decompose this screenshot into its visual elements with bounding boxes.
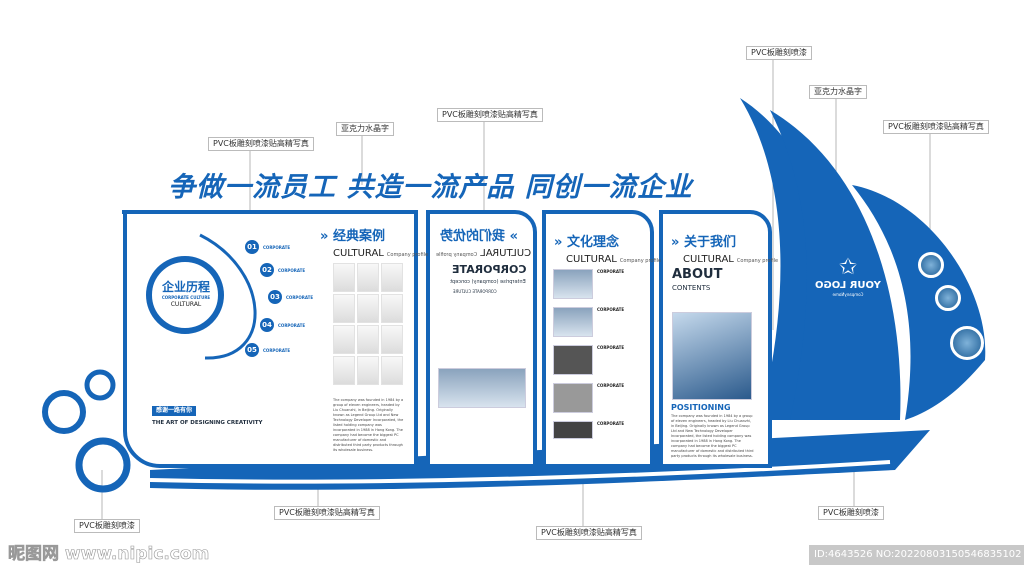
advantage-heading: CORPORATE: [452, 263, 527, 276]
history-subtitle: CORPORATE CULTURE: [161, 295, 211, 300]
watermark-site: 昵图网 www.nipic.com: [8, 544, 210, 565]
cases-body: The company was founded in 1984 by a gro…: [333, 398, 404, 452]
culture-list: CORPORATE CORPORATE CORPORATE CORPORATE …: [553, 269, 624, 439]
callout-label: PVC板雕刻喷漆贴高精写真: [274, 506, 380, 520]
deco-circle: [84, 369, 116, 401]
cases-title: » 经典案例: [320, 229, 385, 244]
advantage-title: » 我们的优势: [440, 229, 518, 244]
slogan-title: 争做一流员工 共造一流产品 同创一流企业: [168, 172, 693, 203]
callout-label: PVC板雕刻喷漆贴高精写真: [536, 526, 642, 540]
culture-item: CORPORATE: [553, 307, 624, 337]
callout-label: PVC板雕刻喷漆: [818, 506, 884, 520]
sail-left-main: [770, 110, 901, 420]
callout-label: PVC板雕刻喷漆贴高精写真: [437, 108, 543, 122]
about-body: The company was founded in 1984 by a gro…: [671, 414, 754, 458]
advantage-cultural: CULTURALCompany profile: [436, 248, 532, 259]
callout-label: PVC板雕刻喷漆: [746, 46, 812, 60]
advantage-sub2: CORPORATE CULTURE: [453, 289, 497, 294]
history-banner: 感谢一路有你: [152, 406, 197, 416]
advantage-photo: [438, 368, 526, 408]
sail-right: [852, 185, 986, 420]
about-title: » 关于我们: [671, 235, 736, 250]
photo-circle: [918, 252, 944, 278]
photo-circle: [950, 326, 984, 360]
about-contents: CONTENTS: [672, 284, 711, 292]
culture-item: CORPORATE: [553, 345, 624, 375]
history-art: THE ART OF DESIGNING CREATIVITY: [152, 420, 263, 426]
culture-title: » 文化理念: [554, 235, 619, 250]
photo-circle: [935, 285, 961, 311]
watermark-id: ID:4643526 NO:20220803150546835102: [809, 545, 1024, 565]
callout-label: PVC板雕刻喷漆贴高精写真: [208, 137, 314, 151]
callout-label: 亚克力水晶字: [809, 85, 867, 99]
logo: ✩ YOUR LOGO CompanyName: [815, 255, 881, 297]
about-heading: ABOUT: [672, 267, 723, 282]
positioning-heading: POSITIONING: [671, 403, 731, 412]
history-cultural: CULTURAL: [170, 301, 202, 308]
culture-item: CORPORATE: [553, 269, 624, 299]
callout-label: 亚克力水晶字: [336, 122, 394, 136]
culture-item: CORPORATE: [553, 421, 624, 439]
callout-label: PVC板雕刻喷漆贴高精写真: [883, 120, 989, 134]
deco-circle: [42, 390, 86, 434]
advantage-sub: Enterprise (company) concept: [450, 279, 526, 285]
history-badge: 企业历程 CORPORATE CULTURE CULTURAL: [152, 280, 220, 309]
about-photo: [672, 312, 752, 400]
star-logo-icon: ✩: [838, 255, 858, 280]
cases-gallery: [333, 263, 403, 385]
deco-circle: [75, 437, 131, 493]
history-title: 企业历程: [161, 280, 210, 294]
culture-item: CORPORATE: [553, 383, 624, 413]
callout-label: PVC板雕刻喷漆: [74, 519, 140, 533]
